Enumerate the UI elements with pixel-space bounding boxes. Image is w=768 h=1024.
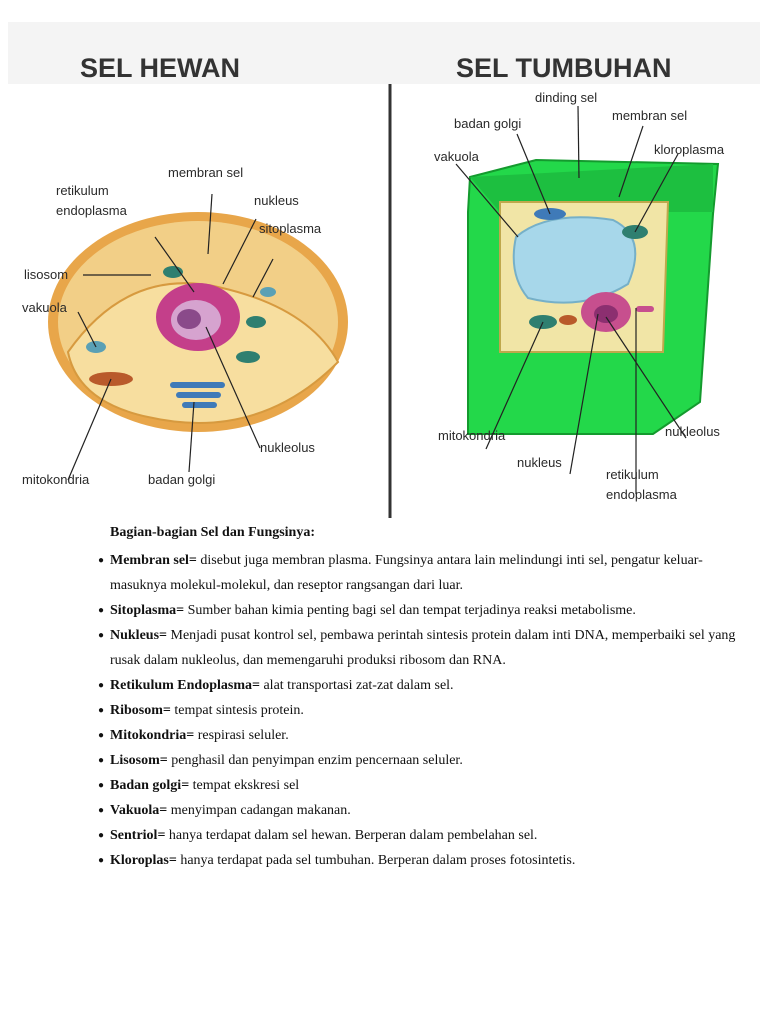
cell-diagram-figure: SEL HEWAN SEL TUMBUHAN membran sel retik…: [8, 22, 760, 520]
list-item: ● Sentriol= hanya terdapat dalam sel hewa…: [98, 823, 738, 848]
item-desc: menyimpan cadangan makanan.: [167, 803, 351, 818]
item-desc: tempat ekskresi sel: [189, 778, 300, 793]
label-retikulum-plant: retikulum: [606, 467, 659, 482]
section-heading: Bagian-bagian Sel dan Fungsinya:: [110, 525, 316, 540]
item-term: Badan golgi=: [110, 778, 190, 793]
item-desc: respirasi seluler.: [194, 728, 289, 743]
item-desc: disebut juga membran plasma. Fungsinya a…: [110, 553, 703, 593]
label-vakuola-plant: vakuola: [434, 149, 480, 164]
item-desc: Sumber bahan kimia penting bagi sel dan …: [184, 603, 636, 618]
bullet-icon: ●: [98, 730, 105, 741]
animal-cell-title: SEL HEWAN: [80, 53, 240, 83]
bullet-icon: ●: [98, 855, 105, 866]
item-desc: alat transportasi zat-zat dalam sel.: [259, 678, 454, 693]
bullet-icon: ●: [98, 780, 105, 791]
item-term: Ribosom=: [110, 703, 171, 718]
bullet-icon: ●: [98, 755, 105, 766]
bullet-icon: ●: [98, 680, 105, 691]
bullet-icon: ●: [98, 805, 105, 816]
item-term: Retikulum Endoplasma=: [110, 678, 260, 693]
label-badan-golgi-plant: badan golgi: [454, 116, 521, 131]
label-nukleolus: nukleolus: [260, 440, 315, 455]
label-lisosom: lisosom: [24, 267, 68, 282]
functions-section: Bagian-bagian Sel dan Fungsinya: ● Membra…: [98, 522, 738, 873]
list-item: ● Kloroplas= hanya terdapat pada sel tumb…: [98, 848, 738, 873]
item-term: Membran sel=: [110, 553, 197, 568]
list-item: ● Retikulum Endoplasma= alat transportasi…: [98, 673, 738, 698]
item-term: Sitoplasma=: [110, 603, 185, 618]
list-item: ● Membran sel= disebut juga membran plasm…: [98, 548, 738, 598]
bullet-icon: ●: [98, 630, 105, 641]
list-item: ● Nukleus= Menjadi pusat kontrol sel, pem…: [98, 623, 738, 673]
label-kloroplasma: kloroplasma: [654, 142, 725, 157]
item-desc: hanya terdapat dalam sel hewan. Berperan…: [165, 828, 538, 843]
label-nukleus-plant: nukleus: [517, 455, 562, 470]
label-retikulum: retikulum: [56, 183, 109, 198]
bullet-icon: ●: [98, 705, 105, 716]
label-endoplasma-plant: endoplasma: [606, 487, 678, 502]
bullet-icon: ●: [98, 830, 105, 841]
label-nukleus: nukleus: [254, 193, 299, 208]
list-item: ● Sitoplasma= Sumber bahan kimia penting …: [98, 598, 738, 623]
animal-cell-illustration: [48, 193, 348, 481]
list-item: ● Lisosom= penghasil dan penyimpan enzim …: [98, 748, 738, 773]
label-mitokondria: mitokondria: [22, 472, 90, 487]
label-sitoplasma: sitoplasma: [259, 221, 322, 236]
item-term: Lisosom=: [110, 753, 168, 768]
item-term: Kloroplas=: [110, 853, 177, 868]
list-item: ● Mitokondria= respirasi seluler.: [98, 723, 738, 748]
label-dinding-sel: dinding sel: [535, 90, 597, 105]
item-desc: tempat sintesis protein.: [170, 703, 304, 718]
list-item: ● Badan golgi= tempat ekskresi sel: [98, 773, 738, 798]
label-membran-sel-plant: membran sel: [612, 108, 687, 123]
plant-cell-illustration: [455, 105, 720, 494]
label-nukleolus-plant: nukleolus: [665, 424, 720, 439]
label-badan-golgi: badan golgi: [148, 472, 215, 487]
bullet-icon: ●: [98, 555, 105, 566]
item-term: Sentriol=: [110, 828, 166, 843]
list-item: ● Vakuola= menyimpan cadangan makanan.: [98, 798, 738, 823]
cell-diagram: SEL HEWAN SEL TUMBUHAN membran sel retik…: [8, 22, 760, 518]
item-desc: hanya terdapat pada sel tumbuhan. Berper…: [176, 853, 576, 868]
label-mitokondria-plant: mitokondria: [438, 428, 506, 443]
item-term: Vakuola=: [110, 803, 168, 818]
list-item: ● Ribosom= tempat sintesis protein.: [98, 698, 738, 723]
bullet-icon: ●: [98, 605, 105, 616]
plant-cell-title: SEL TUMBUHAN: [456, 53, 672, 83]
label-membran-sel: membran sel: [168, 165, 243, 180]
item-desc: Menjadi pusat kontrol sel, pembawa perin…: [110, 628, 736, 668]
label-endoplasma: endoplasma: [56, 203, 128, 218]
item-desc: penghasil dan penyimpan enzim pencernaan…: [167, 753, 463, 768]
label-vakuola: vakuola: [22, 300, 68, 315]
item-term: Mitokondria=: [110, 728, 195, 743]
item-term: Nukleus=: [110, 628, 167, 643]
